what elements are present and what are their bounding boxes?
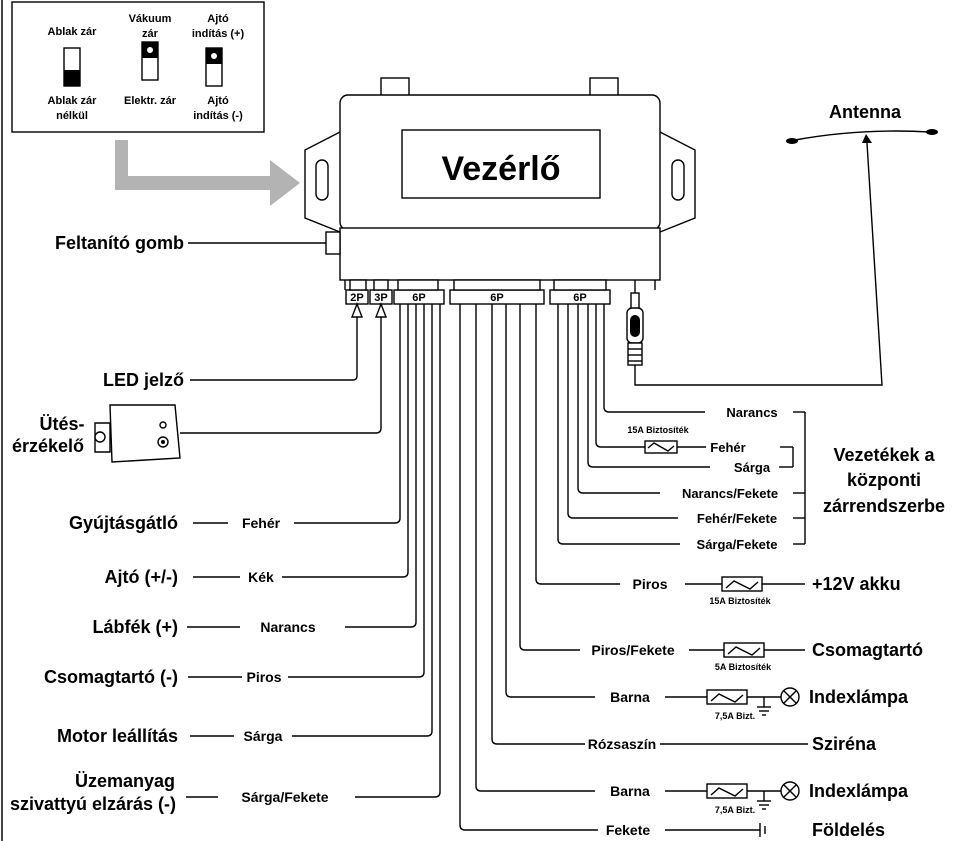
switch-label-door-minus-2: indítás (-) [193,110,243,122]
shock-sensor-label-1: Ütés- [39,414,84,434]
brake-label: Lábfék (+) [92,617,178,637]
wire-white-cl: Fehér [710,440,745,455]
fuse-7-5a-label-1: 7,5A Bizt. [715,711,755,721]
svg-text:3P: 3P [374,292,387,304]
fuse-icon [723,642,765,658]
switch-label-door-minus: Ajtó [207,95,229,107]
wire-yellow-cl: Sárga [734,460,771,475]
connector-row: 2P 3P 6P 6P 6P [345,279,611,305]
svg-text:2P: 2P [350,292,363,304]
wire-yellow-black-cl: Sárga/Fekete [697,537,778,552]
program-button-label: Feltanító gomb [55,233,184,253]
switch-label-no-window-2: nélkül [56,110,88,122]
wire-blue: Kék [248,569,274,585]
wire-black: Fekete [606,822,651,838]
fuse-15a-label: 15A Biztosíték [709,596,771,606]
door-label: Ajtó (+/-) [105,567,179,587]
cl-fuse-label: 15A Biztosíték [627,425,689,435]
ground-label: Földelés [812,820,885,840]
center-wire-group [459,304,620,831]
fuse-icon [644,440,678,454]
antenna: Antenna [626,102,938,386]
wire-orange-cl: Narancs [726,405,777,420]
svg-text:6P: 6P [490,292,503,304]
indicator-lamp-label-2: Indexlámpa [809,781,909,801]
fuel-pump-label-2: szivattyú elzárás (-) [10,794,176,814]
trunk-release-label: Csomagtartó [812,640,923,660]
central-lock-heading-3: zárrendszerbe [823,496,945,516]
trunk-label: Csomagtartó (-) [44,667,178,687]
antenna-label: Antenna [829,102,902,122]
wire-red-black: Piros/Fekete [591,642,674,658]
switch-panel: Ablak zár Vákuum zár Ajtó indítás (+) Ab… [11,1,265,133]
wire-pink: Rózsaszín [588,736,656,752]
immobilizer-label: Gyújtásgátló [69,513,178,533]
indicator-lamp-label-1: Indexlámpa [809,687,909,707]
svg-text:6P: 6P [573,292,586,304]
program-button[interactable] [325,231,341,255]
switch-label-no-window: Ablak zár [48,95,98,107]
central-lock-heading-2: központi [847,470,921,490]
ground-icon [759,823,766,837]
central-lock-heading-1: Vezetékek a [833,445,935,465]
fuse-icon [706,783,748,799]
central-lock-wire-group [557,304,710,545]
wire-brown-2: Barna [610,783,650,799]
fuel-pump-label-1: Üzemanyag [75,771,175,791]
left-wire-group [320,304,441,798]
dip-switch-1-knob [64,70,80,86]
fuse-5a-label: 5A Biztosíték [715,662,772,672]
svg-text:6P: 6P [412,292,425,304]
arrow-icon [115,140,300,206]
wire-yellow-black: Sárga/Fekete [241,789,328,805]
fuse-7-5a-label-2: 7,5A Bizt. [715,805,755,815]
lamp-icon [780,781,800,801]
switch-label-door: Ajtó [207,13,229,25]
fuse-icon [706,689,748,705]
fuse-icon [721,576,763,592]
lamp-icon [780,687,800,707]
wire-orange-black-cl: Narancs/Fekete [682,486,778,501]
switch-label-door-plus: indítás (+) [192,28,245,40]
led-label: LED jelző [103,370,184,390]
wire-white: Fehér [242,515,281,531]
controller-unit: Vezérlő [304,77,696,290]
siren-label: Sziréna [812,734,877,754]
shock-sensor-icon [94,404,181,463]
wire-white-black-cl: Fehér/Fekete [697,511,777,526]
battery-label: +12V akku [812,574,901,594]
wire-red-power: Piros [632,576,667,592]
wire-orange: Narancs [260,619,315,635]
switch-label-vacuum-lock: zár [142,28,159,40]
switch-label-window-lock: Ablak zár [48,26,98,38]
wire-brown-1: Barna [610,689,650,705]
wire-red: Piros [246,669,281,685]
wire-yellow: Sárga [244,728,283,744]
switch-label-vacuum: Vákuum [129,13,172,25]
controller-title: Vezérlő [441,150,560,188]
engine-stop-label: Motor leállítás [57,726,178,746]
switch-label-electric-lock: Elektr. zár [124,95,177,107]
shock-sensor-label-2: érzékelő [12,436,84,456]
